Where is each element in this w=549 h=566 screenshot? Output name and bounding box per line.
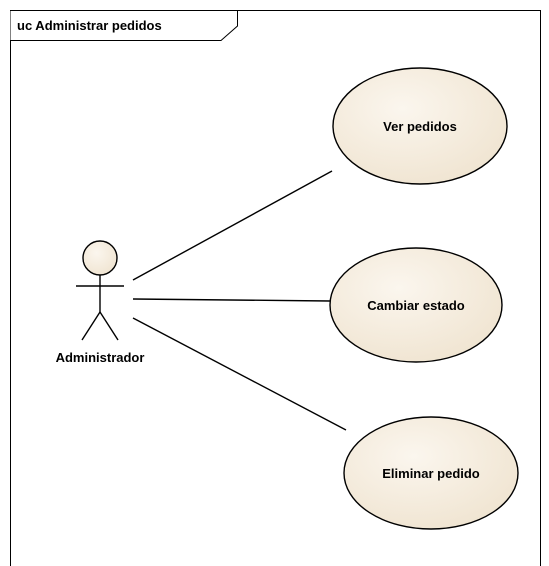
actor-administrador[interactable]: Administrador [56,240,145,365]
frame-title-tab: uc Administrar pedidos [10,10,238,41]
actor-head [82,240,118,276]
association-eliminar-pedido [132,317,347,431]
use-case-ellipse [332,67,508,185]
frame-title: uc Administrar pedidos [17,18,162,33]
use-case-ellipse [343,416,519,530]
use-case-label: Cambiar estado [367,298,465,313]
association-ver-pedidos [132,170,333,281]
use-case-ellipse [329,247,503,363]
association-cambiar-estado [132,298,331,302]
associations [132,170,347,431]
use-case-ver-pedidos[interactable]: Ver pedidos [332,67,508,185]
use-case-eliminar-pedido[interactable]: Eliminar pedido [343,416,519,530]
use-case-cambiar-estado[interactable]: Cambiar estado [329,247,503,363]
actor-label: Administrador [56,350,145,365]
use-case-label: Eliminar pedido [382,466,480,481]
use-case-label: Ver pedidos [383,119,457,134]
actor-left-leg [81,311,101,341]
actor-right-leg [99,311,119,341]
